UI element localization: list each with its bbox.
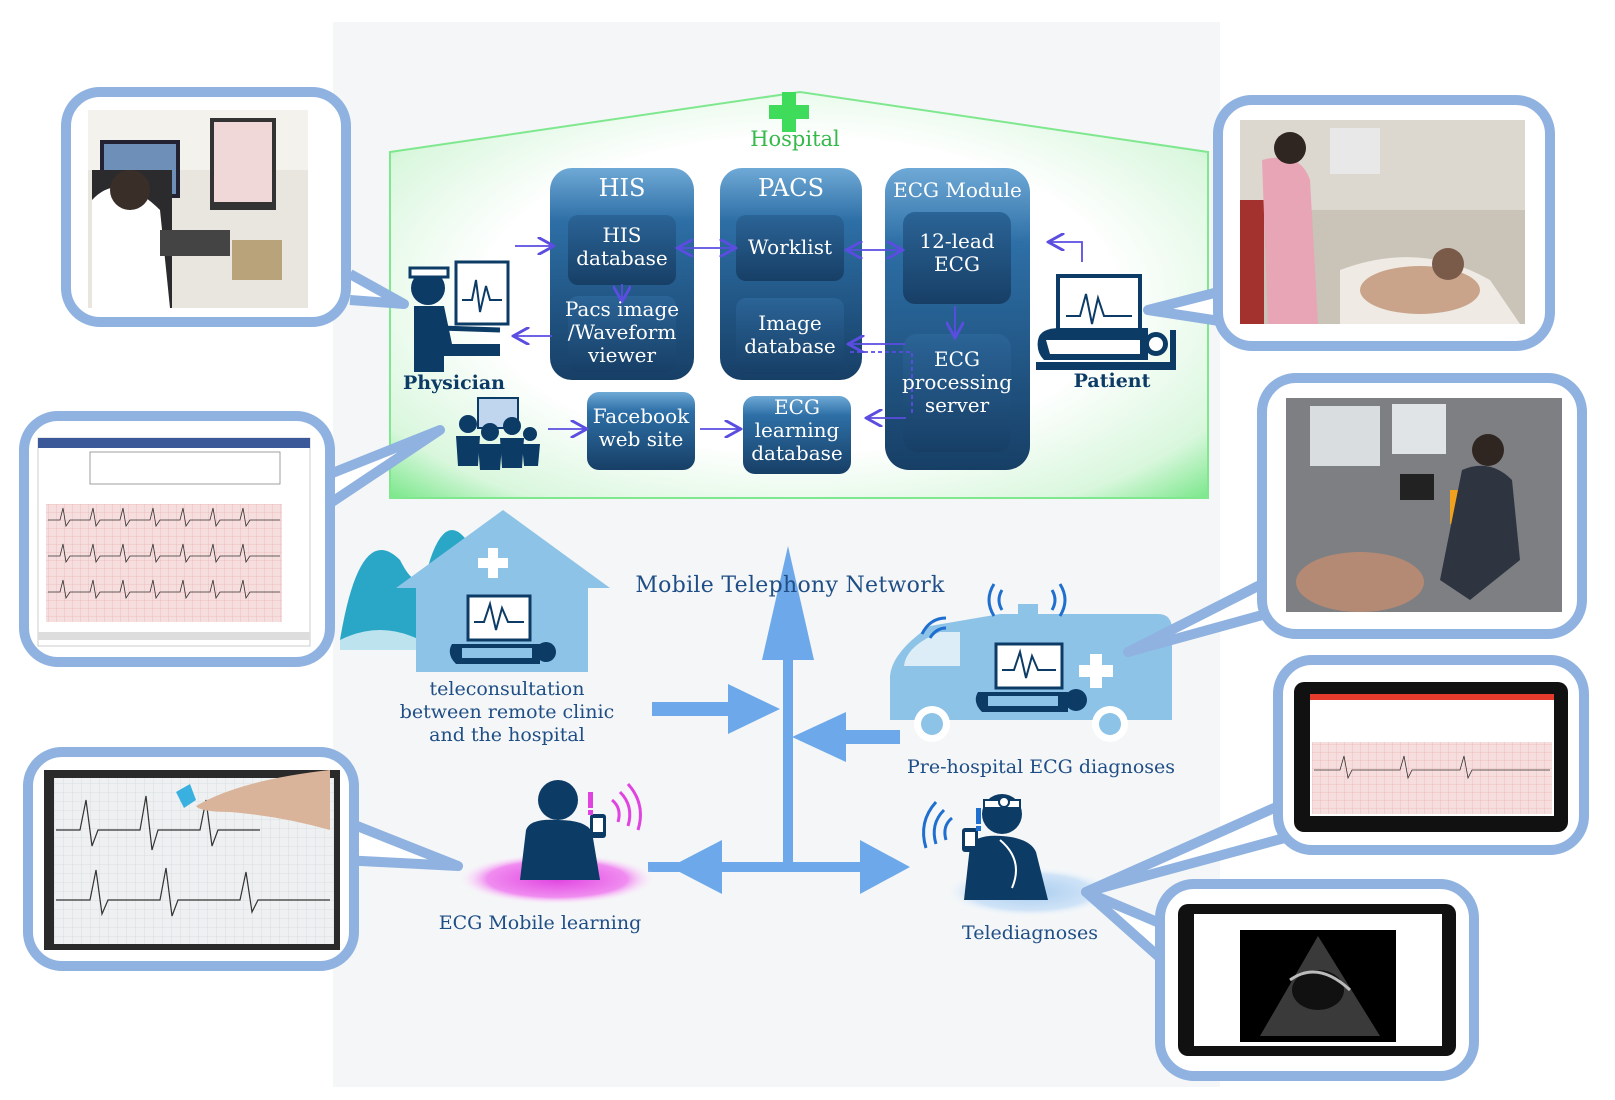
lead12-label: 12-lead ECG bbox=[919, 229, 995, 276]
hospital-label: Hospital bbox=[750, 127, 840, 151]
ecg-learning-db-box bbox=[743, 396, 851, 474]
facebook-label: Facebook web site bbox=[592, 404, 690, 451]
ecg-server-box bbox=[903, 334, 1011, 452]
network-arrows bbox=[648, 546, 910, 894]
physician-label: Physician bbox=[403, 372, 505, 394]
patient-photo-bubble bbox=[1143, 95, 1555, 351]
ambulance-icon bbox=[890, 583, 1172, 742]
pacs-title: PACS bbox=[757, 174, 825, 202]
ecg-server-label: ECG processing server bbox=[901, 347, 1013, 417]
image-database-box bbox=[736, 298, 844, 374]
physician-icon bbox=[408, 260, 510, 372]
teleconsult-label: teleconsultation between remote clinic a… bbox=[399, 678, 615, 746]
prehospital-label: Pre-hospital ECG diagnoses bbox=[906, 756, 1176, 778]
patient-icon bbox=[1036, 274, 1176, 370]
ambulance-interior-bubble bbox=[1123, 373, 1587, 657]
ecg-module-title: ECG Module bbox=[893, 178, 1022, 202]
clinic-house-icon bbox=[396, 510, 610, 672]
mobile-learning-photo-bubble bbox=[23, 747, 463, 971]
facebook-box bbox=[587, 392, 695, 470]
his-title: HIS bbox=[598, 174, 646, 202]
network-label: Mobile Telephony Network bbox=[635, 573, 945, 598]
his-viewer-box bbox=[568, 296, 676, 372]
telediagnosis-doctor-icon bbox=[922, 794, 1118, 918]
his-database-box bbox=[568, 215, 676, 285]
his-database-label: HIS database bbox=[576, 223, 668, 270]
tablet-echo-bubble bbox=[1081, 879, 1479, 1081]
telediagnoses-label: Telediagnoses bbox=[962, 922, 1098, 944]
worklist-label: Worklist bbox=[747, 235, 832, 259]
tablet-ecg-bubble bbox=[1081, 655, 1589, 897]
his-viewer-label: Pacs image /Waveform viewer bbox=[564, 297, 680, 367]
worklist-box bbox=[736, 215, 844, 281]
facebook-screenshot-bubble bbox=[19, 411, 445, 667]
ecg-learning-db-label: ECG learning database bbox=[751, 395, 843, 465]
mobile-learning-label: ECG Mobile learning bbox=[438, 912, 642, 934]
group-icon bbox=[456, 397, 540, 470]
hospital-arrows bbox=[515, 242, 1083, 429]
hospital-cross-icon bbox=[769, 92, 809, 132]
physician-photo-bubble bbox=[61, 87, 409, 327]
patient-label: Patient bbox=[1073, 370, 1151, 392]
mobile-learner-icon bbox=[457, 780, 657, 905]
image-database-label: Image database bbox=[744, 311, 836, 358]
lead12-box bbox=[903, 212, 1011, 304]
